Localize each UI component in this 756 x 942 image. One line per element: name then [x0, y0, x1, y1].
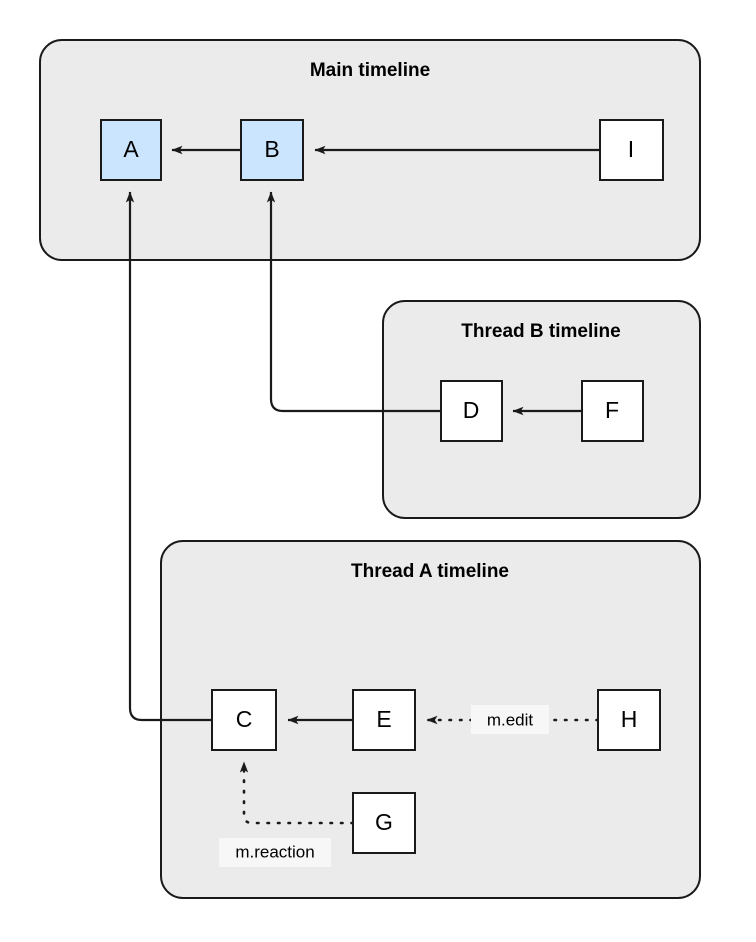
node-a-box[interactable] — [100, 119, 162, 181]
node-g-box[interactable] — [352, 792, 416, 854]
node-f-label: F — [605, 397, 619, 423]
node-c-box[interactable] — [211, 689, 277, 751]
edge-d-to-b — [266, 191, 441, 413]
node-b-box[interactable] — [240, 119, 304, 181]
edge-label-m-edit: m.edit — [471, 705, 549, 734]
node-f[interactable]: F — [581, 380, 644, 442]
node-a[interactable]: A — [100, 119, 162, 181]
edge-label-m-edit-bg — [471, 705, 549, 734]
node-b-label: B — [264, 136, 279, 162]
group-thread-b-timeline-title: Thread B timeline — [461, 321, 620, 342]
node-b[interactable]: B — [240, 119, 304, 181]
node-c[interactable]: C — [211, 689, 277, 751]
node-d-label: D — [463, 397, 480, 423]
group-thread-b-timeline-box — [382, 300, 701, 519]
node-g-label: G — [375, 809, 393, 835]
node-i-box[interactable] — [599, 119, 664, 181]
group-thread-a-timeline-title: Thread A timeline — [351, 561, 509, 582]
node-d[interactable]: D — [440, 380, 503, 442]
edge-label-m-reaction-text: m.reaction — [235, 842, 314, 861]
edge-label-m-edit-text: m.edit — [487, 710, 534, 729]
group-thread-b-timeline: Thread B timeline — [382, 300, 701, 519]
node-c-label: C — [236, 706, 253, 732]
node-f-box[interactable] — [581, 380, 644, 442]
node-h-label: H — [621, 706, 638, 732]
edge-label-m-reaction: m.reaction — [219, 838, 331, 867]
node-d-box[interactable] — [440, 380, 503, 442]
edge-g-to-c — [239, 760, 355, 825]
group-main-timeline-title: Main timeline — [310, 60, 430, 81]
node-a-label: A — [123, 136, 139, 162]
node-e[interactable]: E — [352, 689, 416, 751]
node-h-box[interactable] — [597, 689, 661, 751]
edge-c-to-a — [125, 191, 212, 722]
node-e-box[interactable] — [352, 689, 416, 751]
node-g[interactable]: G — [352, 792, 416, 854]
node-i[interactable]: I — [599, 119, 664, 181]
edge-label-m-reaction-bg — [219, 838, 331, 867]
node-i-label: I — [628, 136, 634, 162]
node-e-label: E — [376, 706, 391, 732]
node-h[interactable]: H — [597, 689, 661, 751]
